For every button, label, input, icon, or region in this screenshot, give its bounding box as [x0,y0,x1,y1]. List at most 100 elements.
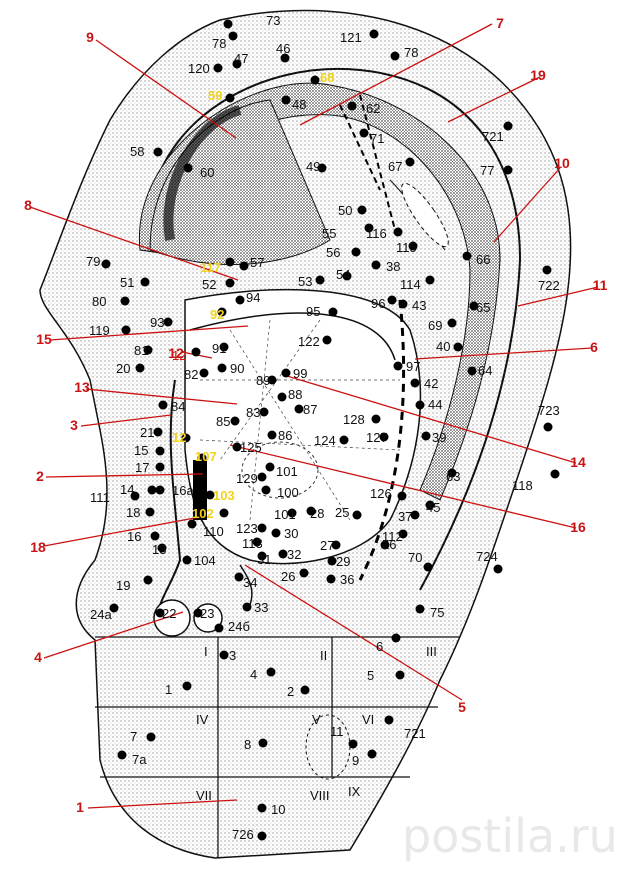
acupoint-label: 91 [212,341,226,356]
acupoint-dot [331,540,341,550]
acupoint-dot [379,432,389,442]
acupoint-dot [214,623,224,633]
acupoint-label: 23 [200,606,214,621]
acupoint-dot [121,325,131,335]
acupoint-label: 24б [228,619,250,634]
acupoint-dot [140,277,150,287]
acupoint-dot [398,529,408,539]
acupoint-dot [387,295,397,305]
acupoint-dot [187,519,197,529]
callout-number: 11 [593,277,608,293]
acupoint-label: 104 [194,553,216,568]
acupoint-label: 122 [298,334,320,349]
acupoint-dot [410,510,420,520]
callout-number: 16 [570,519,586,535]
acupoint-dot [371,414,381,424]
acupoint-label: 107 [195,449,217,464]
callout-line [414,347,593,360]
acupoint-label: 111 [90,490,110,505]
acupoint-label: 70 [408,550,422,565]
lobe-zone-label: VI [362,712,374,727]
acupoint-label: 55 [322,226,336,241]
acupoint-dot [503,121,513,131]
acupoint-label: 52 [202,277,216,292]
acupoint-dot [348,739,358,749]
acupoint-dot [550,469,560,479]
acupoint-label: 16a [172,483,194,498]
acupoint-dot [197,453,207,463]
acupoint-label: 86 [278,428,292,443]
acupoint-label: 115 [396,240,417,255]
acupoint-dot [267,430,277,440]
acupoint-label: 67 [388,159,402,174]
acupoint-dot [266,667,276,677]
acupoint-dot [310,75,320,85]
acupoint-dot [281,95,291,105]
acupoint-label: 127 [366,430,388,445]
acupoint-label: 129 [236,471,258,486]
acupoint-label: 26 [281,569,295,584]
acupoint-dot [225,257,235,267]
acupoint-dot [225,93,235,103]
acupoint-label: 28 [310,506,324,521]
acupoint-label: 99 [293,366,307,381]
callout-line [80,414,172,427]
acupoint-dot [503,165,513,175]
acupoint-label: 6 [376,639,383,654]
callout-line [43,611,184,659]
acupoint-label: 110 [203,524,224,539]
acupoint-dot [257,551,267,561]
acupoint-label: 34 [243,575,257,590]
acupoint-label: 75 [430,605,444,620]
acupoint-dot [453,342,463,352]
callout-number: 12 [168,345,184,361]
acupoint-dot [219,508,229,518]
acupoint-label: 77 [480,163,494,178]
acupoint-dot [143,345,153,355]
acupoint-dot [543,422,553,432]
acupoint-dot [199,368,209,378]
acupoint-dot [219,342,229,352]
acupoint-label: 19 [116,578,130,593]
acupoint-dot [415,400,425,410]
acupoint-dot [155,462,165,472]
acupoint-label: 724 [476,549,498,564]
acupoint-dot [205,490,215,500]
acupoint-dot [351,247,361,257]
lobe-zone-label: VIII [310,788,330,803]
acupoint-dot [306,506,316,516]
acupoint-dot [193,608,203,618]
acupoint-label: 57 [250,255,264,270]
acupoint-label: 1 [165,682,172,697]
callout-line [43,516,201,547]
acupoint-dot [405,157,415,167]
acupoint-label: 112 [382,529,403,544]
acupoint-dot [277,392,287,402]
callout-line [49,325,249,341]
acupoint-dot [182,555,192,565]
acupoint-dot [391,633,401,643]
acupoint-dot [271,528,281,538]
acupoint-label: 21 [140,425,154,440]
acupoint-label: 7a [132,752,147,767]
acupoint-dot [393,361,403,371]
acupoint-label: 95 [306,304,320,319]
acupoint-dot [267,375,277,385]
helix-fold [149,67,522,591]
acupoint-dot [120,296,130,306]
callout-number: 8 [24,197,32,213]
acupoint-label: 120 [188,61,210,76]
callout-line [299,23,493,126]
acupoint-dot [242,602,252,612]
acupoint-label: 80 [92,294,106,309]
acupoint-label: 88 [288,387,302,402]
acupoint-label: 128 [343,412,365,427]
acupoint-label: 119 [89,323,110,338]
acupoint-dot [153,427,163,437]
acupoint-label: 118 [512,478,533,493]
callout-line [85,388,238,405]
acupoint-dot [181,433,191,443]
acupoint-dot [257,831,267,841]
